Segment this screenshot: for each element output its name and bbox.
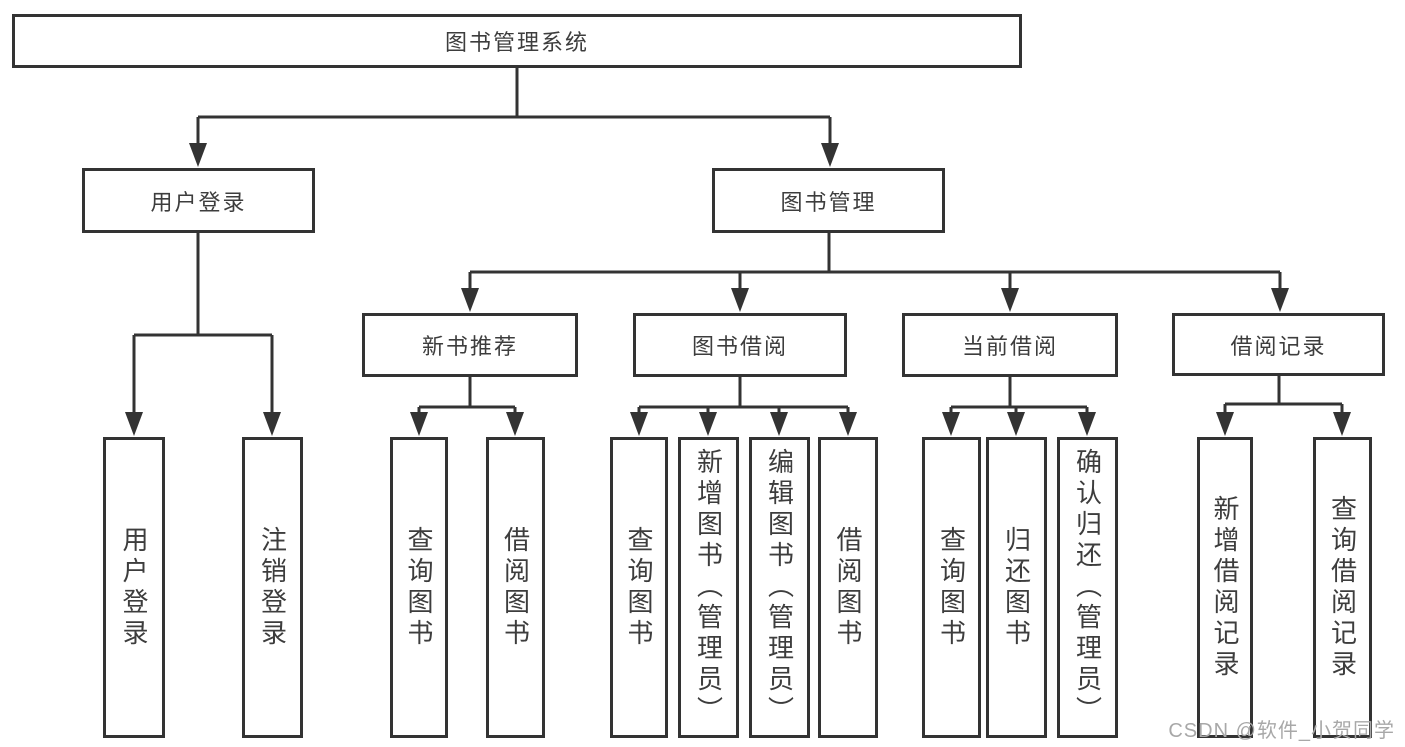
node-label: 查询借阅记录 (1327, 494, 1358, 681)
arrow-down-icon (125, 412, 143, 436)
node-label: 确认归还（管理员） (1072, 448, 1103, 727)
node-user-login: 用户登录 (82, 168, 315, 233)
node-label: 编辑图书（管理员） (764, 448, 795, 727)
arrow-down-icon (410, 412, 428, 436)
connector-recommend-to-leaves (410, 377, 524, 436)
node-label: 新增图书（管理员） (693, 448, 724, 727)
arrow-down-icon (263, 412, 281, 436)
leaf-add-book-admin: 新增图书（管理员） (678, 437, 739, 738)
arrow-down-icon (630, 412, 648, 436)
node-current-borrowing: 当前借阅 (902, 313, 1118, 377)
leaf-return-book: 归还图书 (986, 437, 1047, 738)
leaf-edit-book-admin: 编辑图书（管理员） (749, 437, 810, 738)
leaf-query-borrow-record: 查询借阅记录 (1313, 437, 1372, 738)
node-label: 注销登录 (257, 525, 288, 650)
connector-current-to-leaves (942, 377, 1096, 436)
node-label: 图书借阅 (691, 334, 788, 359)
arrow-down-icon (461, 288, 479, 312)
arrow-down-icon (1271, 288, 1289, 312)
watermark: CSDN @软件_小贺同学 (1168, 720, 1395, 742)
leaf-query-books-borrowing: 查询图书 (610, 437, 668, 738)
node-label: 用户登录 (150, 189, 247, 215)
node-label: 查询图书 (936, 525, 967, 650)
node-book-borrowing: 图书借阅 (633, 313, 847, 377)
arrow-down-icon (699, 412, 717, 436)
arrow-down-icon (1216, 412, 1234, 436)
leaf-borrow-books-recommend: 借阅图书 (486, 437, 545, 738)
node-label: 查询图书 (624, 525, 654, 650)
connector-bookmgmt-to-sections (461, 233, 1289, 312)
leaf-query-books-current: 查询图书 (922, 437, 981, 738)
node-system-root: 图书管理系统 (12, 14, 1022, 68)
arrow-down-icon (1001, 288, 1019, 312)
connector-userlogin-to-leaves (125, 233, 281, 436)
node-label: 借阅记录 (1230, 333, 1327, 359)
node-new-book-recommend: 新书推荐 (362, 313, 578, 377)
node-book-management: 图书管理 (712, 168, 945, 233)
node-borrowing-records: 借阅记录 (1172, 313, 1385, 376)
arrow-down-icon (731, 288, 749, 312)
leaf-add-borrow-record: 新增借阅记录 (1197, 437, 1253, 738)
connector-root-to-level2 (189, 68, 839, 167)
node-label: 查询图书 (404, 525, 434, 650)
arrow-down-icon (1007, 412, 1025, 436)
leaf-logout: 注销登录 (242, 437, 303, 738)
leaf-user-login: 用户登录 (103, 437, 165, 738)
node-label: 新增借阅记录 (1210, 494, 1240, 681)
arrow-down-icon (1333, 412, 1351, 436)
connector-borrowing-to-leaves (630, 377, 857, 436)
connector-records-to-leaves (1216, 376, 1351, 436)
leaf-query-books-recommend: 查询图书 (390, 437, 448, 738)
node-label: 新书推荐 (421, 334, 518, 359)
leaf-confirm-return-admin: 确认归还（管理员） (1057, 437, 1118, 738)
node-label: 当前借阅 (961, 334, 1058, 359)
leaf-borrow-books-borrowing: 借阅图书 (818, 437, 878, 738)
node-label: 图书管理系统 (444, 30, 589, 55)
node-label: 用户登录 (119, 525, 149, 650)
arrow-down-icon (770, 412, 788, 436)
arrow-down-icon (821, 143, 839, 167)
arrow-down-icon (1078, 412, 1096, 436)
arrow-down-icon (839, 412, 857, 436)
node-label: 借阅图书 (833, 525, 863, 650)
node-label: 图书管理 (780, 189, 877, 215)
arrow-down-icon (506, 412, 524, 436)
node-label: 借阅图书 (500, 525, 531, 650)
arrow-down-icon (942, 412, 960, 436)
arrow-down-icon (189, 143, 207, 167)
node-label: 归还图书 (1001, 525, 1032, 650)
